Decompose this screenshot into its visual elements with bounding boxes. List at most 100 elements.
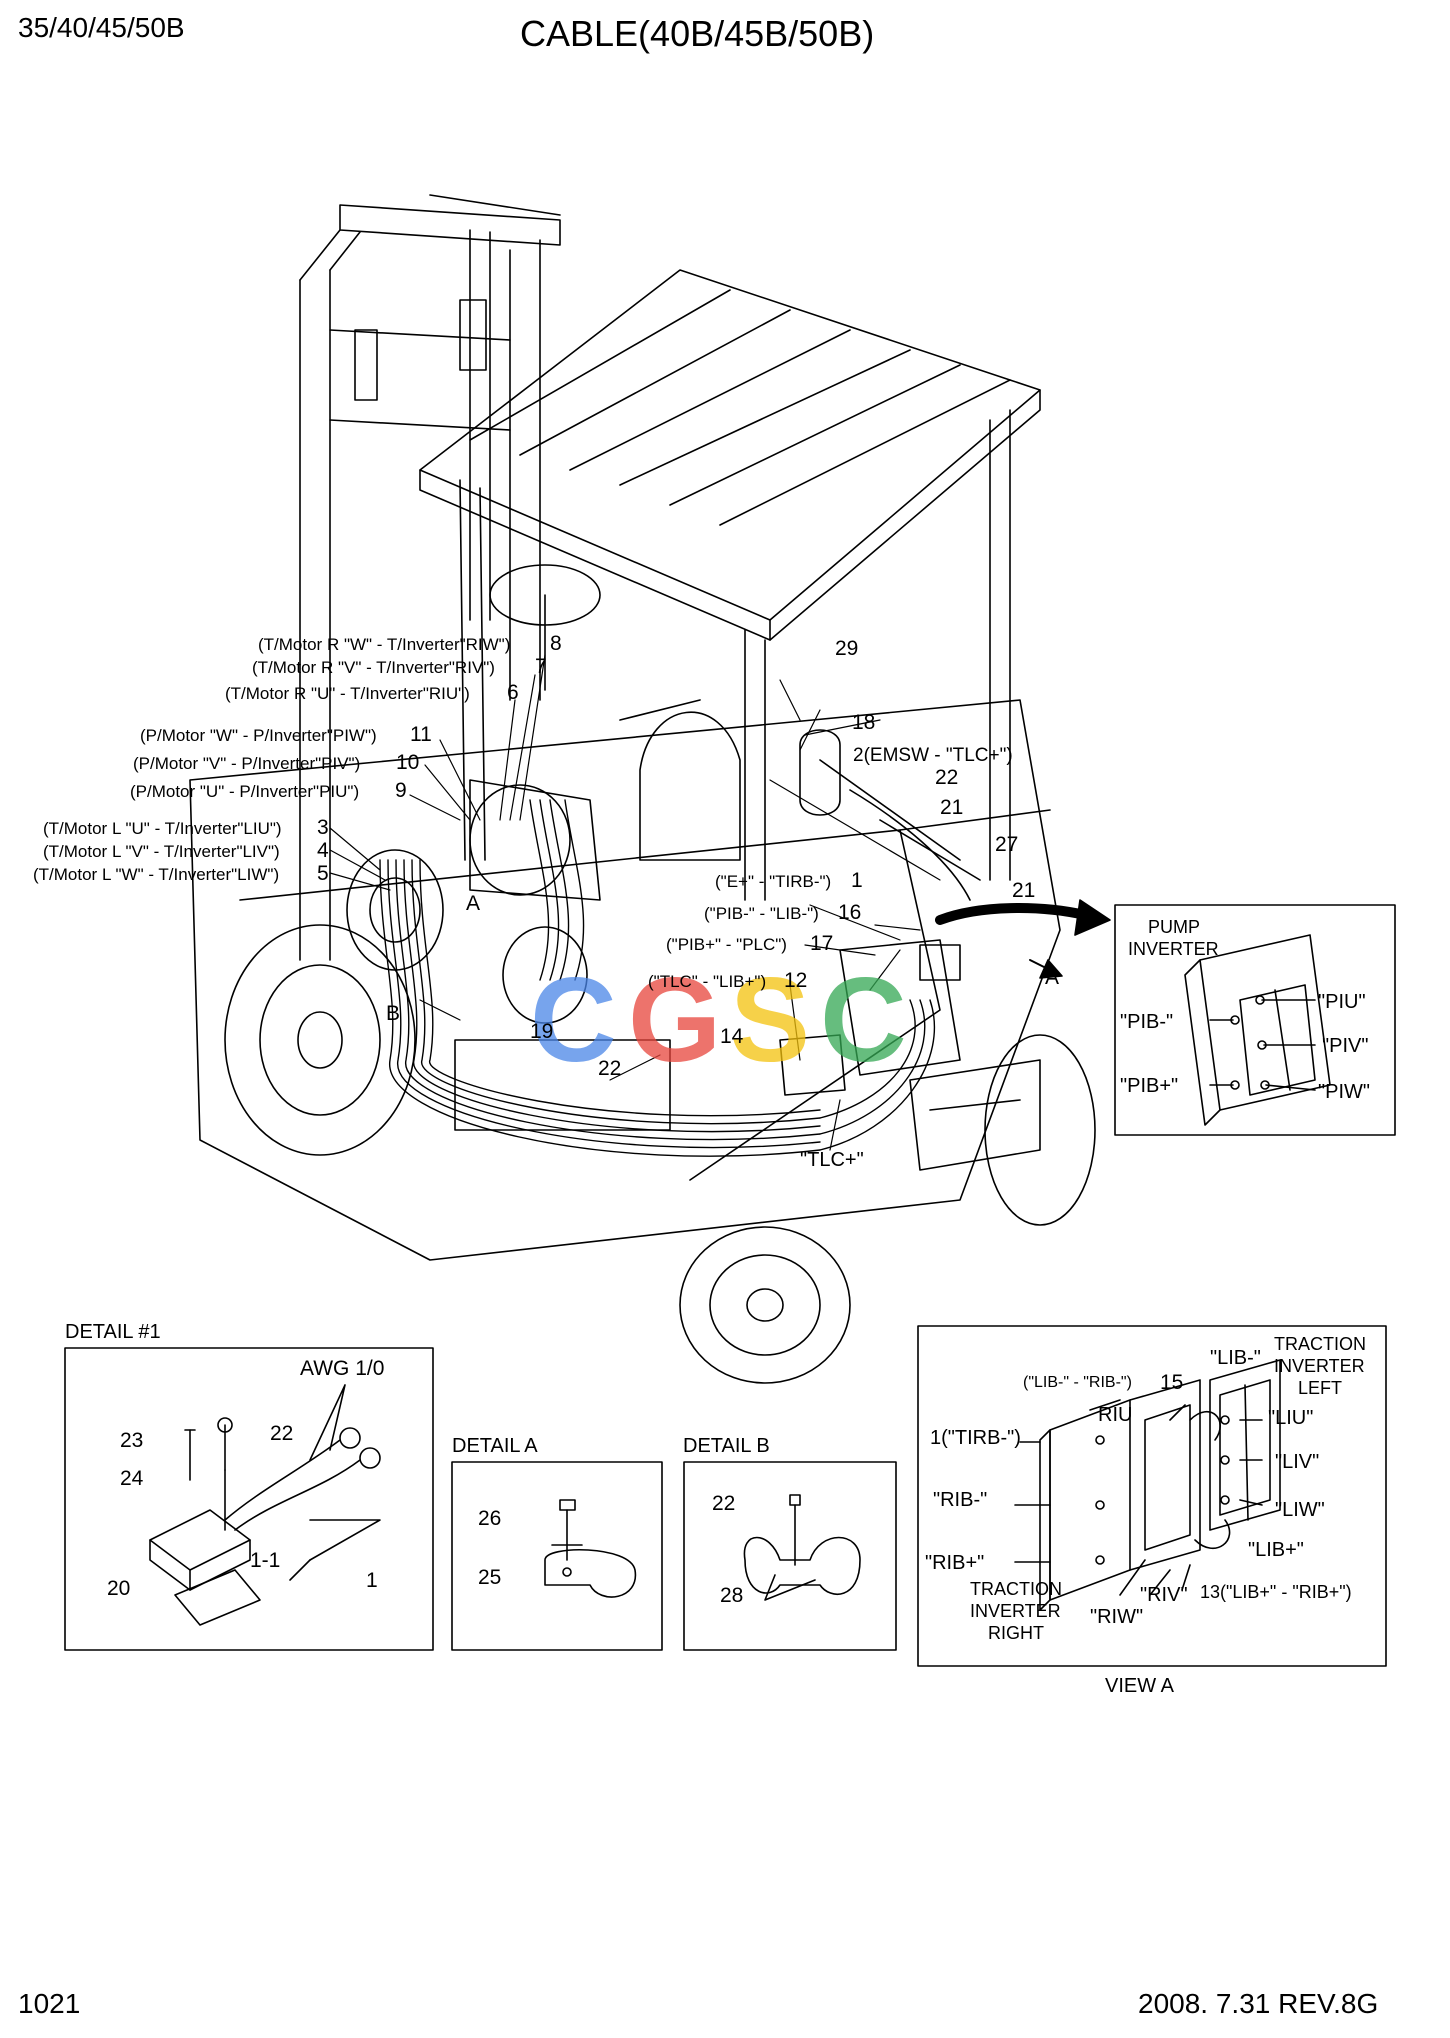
callout-21-upper: 21 bbox=[940, 796, 964, 819]
pump-inverter-piu: "PIU" bbox=[1318, 991, 1366, 1013]
detail1-callout-23: 23 bbox=[120, 1429, 144, 1452]
pump-inverter-drawing bbox=[1184, 934, 1331, 1126]
callout-7-number: 7 bbox=[535, 655, 547, 678]
detail1-title: DETAIL #1 bbox=[65, 1321, 161, 1343]
callout-9-text: (P/Motor "U" - P/Inverter"PIU") bbox=[130, 782, 360, 801]
callout-10-number: 10 bbox=[396, 751, 420, 774]
callout-3-number: 3 bbox=[317, 816, 329, 839]
detail1-callout-1: 1 bbox=[366, 1569, 378, 1592]
callout-11-number: 11 bbox=[410, 723, 432, 746]
callout-22-upper: 22 bbox=[935, 766, 959, 789]
detail1-callout-22: 22 bbox=[270, 1422, 294, 1445]
viewA-title: VIEW A bbox=[1105, 1675, 1174, 1697]
callout-10-text: (P/Motor "V" - P/Inverter"PIV") bbox=[133, 754, 361, 773]
viewA-lib-minus: "LIB-" bbox=[1210, 1347, 1261, 1369]
detailB-callout-22: 22 bbox=[712, 1492, 736, 1515]
callout-12-number: 12 bbox=[784, 969, 808, 992]
page-number: 1021 bbox=[18, 1988, 81, 2019]
callout-17-number: 17 bbox=[810, 932, 834, 955]
viewA-traction-right-2: INVERTER bbox=[970, 1601, 1061, 1621]
watermark: C G S C bbox=[530, 960, 930, 1100]
callout-5-number: 5 bbox=[317, 862, 329, 885]
callout-8-number: 8 bbox=[550, 632, 562, 655]
viewA-traction-left-2: INVERTER bbox=[1274, 1356, 1365, 1376]
viewA-riv: "RIV" bbox=[1140, 1584, 1188, 1606]
callout-9-number: 9 bbox=[395, 779, 407, 802]
motors bbox=[346, 779, 601, 1024]
callout-1-text: ("E+" - "TIRB-") bbox=[715, 872, 832, 891]
detailB-frame bbox=[683, 1461, 897, 1651]
detailB-drawing bbox=[743, 1494, 861, 1601]
viewA-riw: "RIW" bbox=[1090, 1606, 1144, 1628]
chassis bbox=[189, 699, 1061, 1261]
detailB-title: DETAIL B bbox=[683, 1435, 770, 1457]
callout-22-middle: 22 bbox=[598, 1057, 622, 1080]
viewA-liu: "LIU" bbox=[1268, 1407, 1314, 1429]
detail1-awg: AWG 1/0 bbox=[300, 1357, 385, 1380]
detailA-callout-26: 26 bbox=[478, 1507, 502, 1530]
viewA-lib-rib-label: ("LIB-" - "RIB-") bbox=[1023, 1374, 1132, 1391]
detailA-title: DETAIL A bbox=[452, 1435, 538, 1457]
viewA-traction-left-1: TRACTION bbox=[1274, 1334, 1366, 1354]
wheels bbox=[224, 924, 1096, 1384]
callout-7-text: (T/Motor R "V" - T/Inverter"RIV") bbox=[252, 658, 495, 677]
leader-lines bbox=[329, 654, 941, 1151]
viewA-traction-right-1: TRACTION bbox=[970, 1579, 1062, 1599]
callout-5-text: (T/Motor L "W" - T/Inverter"LIW") bbox=[33, 865, 280, 884]
detail1-callout-1-1: 1-1 bbox=[250, 1549, 281, 1572]
callout-11-text: (P/Motor "W" - P/Inverter"PIW") bbox=[140, 726, 377, 745]
callout-16-text: ("PIB-" - "LIB-") bbox=[704, 904, 819, 923]
callout-14: 14 bbox=[720, 1025, 744, 1048]
viewA-traction-left-3: LEFT bbox=[1298, 1378, 1343, 1398]
detailA-drawing bbox=[544, 1499, 637, 1598]
callout-27: 27 bbox=[995, 833, 1019, 856]
callout-4-number: 4 bbox=[317, 839, 329, 862]
viewA-traction-right-3: RIGHT bbox=[988, 1623, 1044, 1643]
steering-and-seat bbox=[489, 564, 741, 861]
viewA-liw: "LIW" bbox=[1275, 1499, 1325, 1521]
view-a-arrow bbox=[935, 899, 1111, 979]
viewA-callout-13: 13("LIB+" - "RIB+") bbox=[1200, 1582, 1352, 1602]
watermark-letter-g: G bbox=[628, 953, 722, 1087]
callout-6-text: (T/Motor R "U" - T/Inverter"RIU") bbox=[225, 684, 470, 703]
callout-6-number: 6 bbox=[507, 681, 519, 704]
detailB-callout-28: 28 bbox=[720, 1584, 744, 1607]
detailA-callout-25: 25 bbox=[478, 1566, 502, 1589]
overhead-guard bbox=[419, 269, 1041, 901]
detail-a-reference: A bbox=[466, 892, 481, 915]
model-code: 35/40/45/50B bbox=[18, 12, 185, 43]
viewA-rib-plus: "RIB+" bbox=[925, 1552, 985, 1574]
callout-4-text: (T/Motor L "V" - T/Inverter"LIV") bbox=[43, 842, 280, 861]
revision-date: 2008. 7.31 REV.8G bbox=[1138, 1988, 1379, 2019]
viewA-frame bbox=[917, 1325, 1387, 1667]
pump-inverter-piw: "PIW" bbox=[1318, 1081, 1370, 1103]
callout-tlc-plus: "TLC+" bbox=[800, 1149, 864, 1171]
viewA-rib-minus: "RIB-" bbox=[933, 1489, 988, 1511]
callout-1-number: 1 bbox=[851, 869, 863, 892]
viewA-tirb: 1("TIRB-") bbox=[930, 1427, 1021, 1449]
callout-16-number: 16 bbox=[838, 901, 862, 924]
callout-3-text: (T/Motor L "U" - T/Inverter"LIU") bbox=[43, 819, 282, 838]
pump-inverter-title-1: PUMP bbox=[1148, 917, 1201, 937]
watermark-letter-c1: C bbox=[530, 953, 617, 1087]
callout-19: 19 bbox=[530, 1020, 554, 1043]
callout-21-lower: 21 bbox=[1012, 879, 1036, 902]
view-a-arrow-label: A bbox=[1045, 966, 1060, 989]
detail-b-reference: B bbox=[386, 1002, 401, 1025]
cable-bundle bbox=[379, 799, 935, 1157]
pump-inverter-pib-plus: "PIB+" bbox=[1120, 1075, 1179, 1097]
callout-18: 18 bbox=[852, 711, 876, 734]
pump-inverter-frame bbox=[1114, 904, 1396, 1136]
detail1-callout-20: 20 bbox=[107, 1577, 131, 1600]
detail1-frame bbox=[64, 1347, 434, 1651]
watermark-letter-s: S bbox=[730, 953, 811, 1087]
detail1-callout-24: 24 bbox=[120, 1467, 144, 1490]
callout-2-emsw: 2(EMSW - "TLC+") bbox=[853, 745, 1013, 766]
mast bbox=[299, 194, 561, 961]
detailA-frame bbox=[451, 1461, 663, 1651]
callout-12-text: ("TLC" - "LIB+") bbox=[648, 972, 767, 991]
viewA-riu: RIU bbox=[1098, 1404, 1133, 1426]
callout-8-text: (T/Motor R "W" - T/Inverter"RIW") bbox=[258, 635, 511, 654]
viewA-callout-15: 15 bbox=[1160, 1371, 1184, 1394]
